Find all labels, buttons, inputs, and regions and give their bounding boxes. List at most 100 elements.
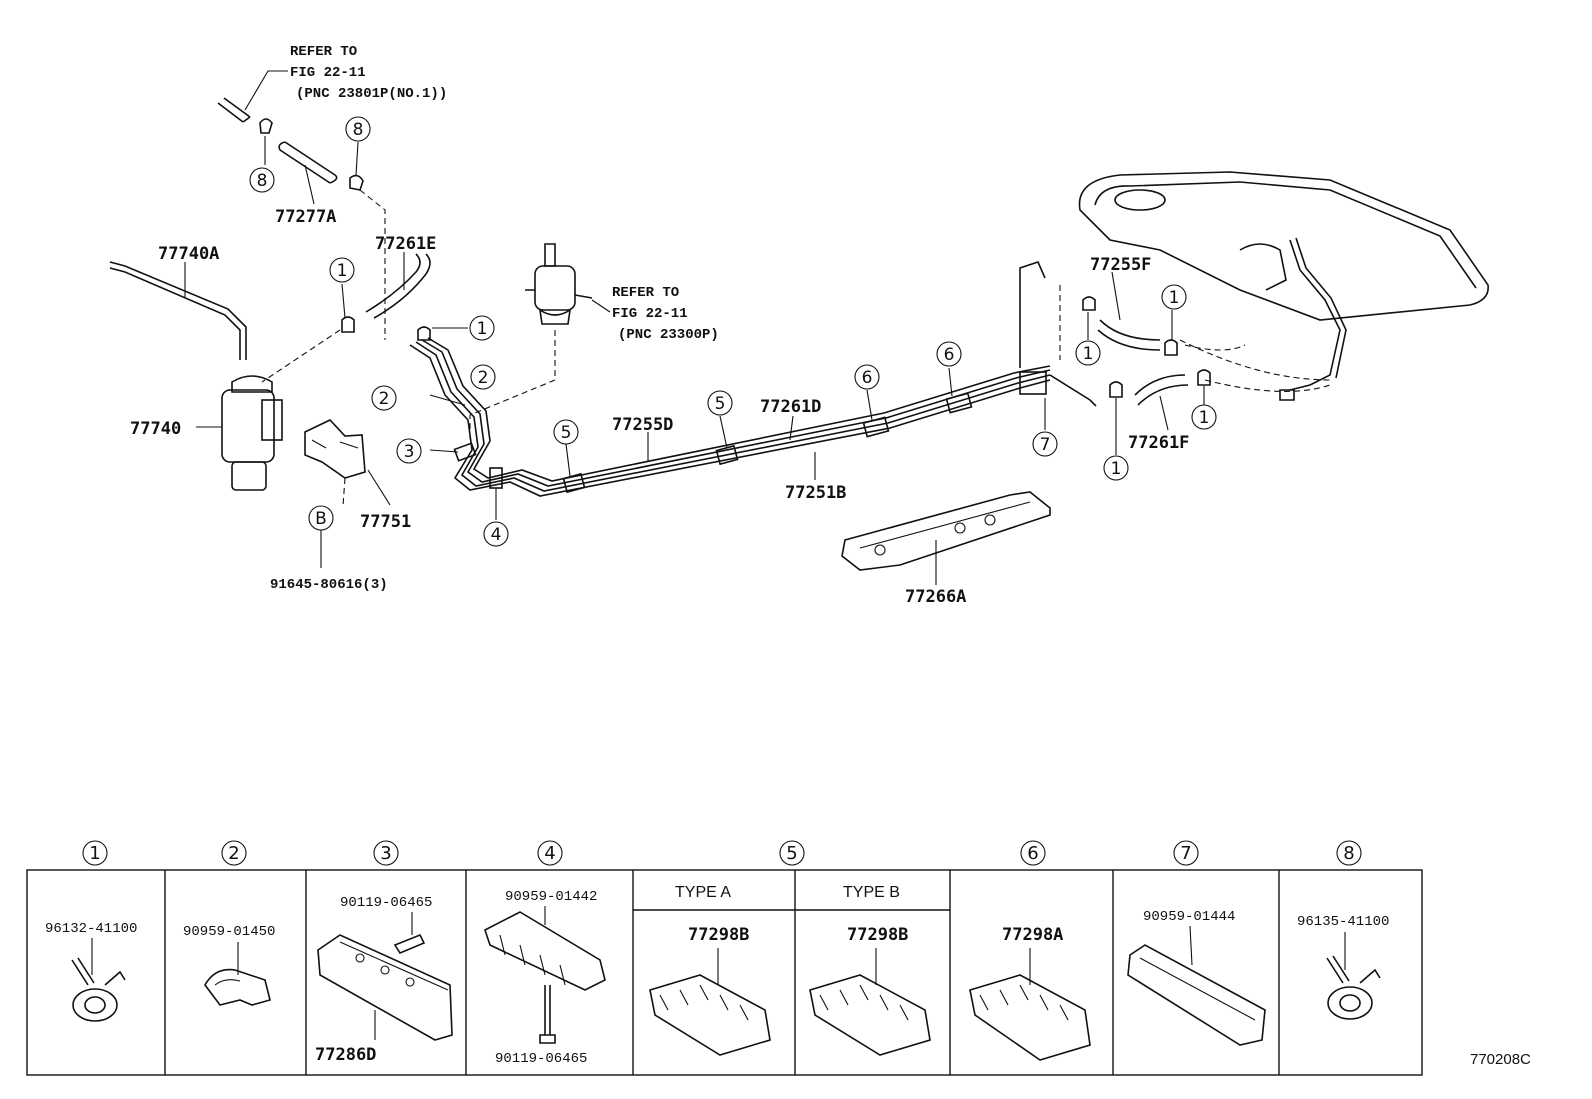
- diagram-reference-code: 770208C: [1470, 1051, 1531, 1068]
- table-col-1-header: 1: [82, 840, 108, 866]
- clamp-77286D-drawing: [317, 912, 453, 1041]
- svg-text:7: 7: [1180, 843, 1191, 864]
- label-77255D: 77255D: [612, 415, 673, 435]
- col5-type-b: TYPE B: [843, 884, 900, 901]
- callout-2-a: 2: [470, 364, 496, 390]
- table-col-4-header: 4: [537, 840, 563, 866]
- table-col-6-header: 6: [1020, 840, 1046, 866]
- clip-90959-01450-drawing: [204, 942, 271, 1006]
- svg-text:1: 1: [89, 843, 100, 864]
- clamp-77298B-typeB-drawing: [809, 948, 931, 1056]
- callout-1-a: 1: [329, 257, 355, 283]
- svg-text:8: 8: [1343, 843, 1354, 864]
- svg-text:5: 5: [715, 394, 726, 414]
- col4-part-bolt: 90119-06465: [495, 1051, 587, 1067]
- callout-5-b: 5: [707, 390, 733, 416]
- col5-part-b: 77298B: [847, 925, 908, 945]
- bracket-77751-drawing: [304, 419, 391, 568]
- callout-4: 4: [483, 521, 509, 547]
- svg-text:8: 8: [257, 171, 268, 191]
- hose-77261E-drawing: [365, 253, 431, 319]
- svg-text:2: 2: [379, 389, 390, 409]
- table-col-5-header: 5: [779, 840, 805, 866]
- svg-text:1: 1: [1111, 459, 1122, 479]
- svg-text:6: 6: [862, 368, 873, 388]
- callout-6-a: 6: [854, 364, 880, 390]
- label-77255F: 77255F: [1090, 255, 1151, 275]
- table-col-7-header: 7: [1173, 840, 1199, 866]
- col8-part: 96135-41100: [1297, 914, 1389, 930]
- fuel-tank-drawing: [1078, 171, 1489, 401]
- callout-1-c: 1: [1161, 284, 1187, 310]
- callout-3: 3: [396, 438, 422, 464]
- refer-mid-line2: FIG 22-11: [612, 306, 688, 322]
- col3-part-bolt: 90119-06465: [340, 895, 432, 911]
- svg-text:1: 1: [1169, 288, 1180, 308]
- svg-text:4: 4: [491, 525, 502, 545]
- label-77751: 77751: [360, 512, 411, 532]
- svg-text:1: 1: [477, 319, 488, 339]
- label-77251B: 77251B: [785, 483, 846, 503]
- refer-note-top: REFER TO FIG 22-11 (PNC 23801P(NO.1)): [244, 44, 447, 111]
- col4-part-clip: 90959-01442: [505, 889, 597, 905]
- label-77740: 77740: [130, 419, 181, 439]
- parts-table: 1 2 3 4 5 6 7 8 96132-41100 90959-01450: [26, 840, 1423, 1076]
- label-77261E: 77261E: [375, 234, 436, 254]
- label-77740A: 77740A: [158, 244, 219, 264]
- clip-8-left-drawing: [259, 118, 273, 134]
- callout-8-left: 8: [249, 167, 275, 193]
- clamp-77298B-typeA-drawing: [649, 948, 771, 1056]
- clip-1a-drawing: [341, 316, 355, 333]
- callout-2-b: 2: [371, 385, 397, 411]
- svg-text:2: 2: [228, 843, 239, 864]
- callout-B: B: [308, 505, 334, 531]
- clamp-77298A-drawing: [969, 948, 1091, 1061]
- valve-23300P-drawing: [469, 243, 611, 440]
- col3-part-clamp: 77286D: [315, 1045, 376, 1065]
- callout-7: 7: [1032, 431, 1058, 457]
- shield-77266A-drawing: [841, 491, 1051, 585]
- svg-text:4: 4: [544, 843, 555, 864]
- rod-77740A-drawing: [109, 261, 247, 360]
- col2-part: 90959-01450: [183, 924, 275, 940]
- clip-90959-01442-drawing: [484, 906, 606, 1044]
- clip-96135-drawing: [1326, 932, 1381, 1020]
- clip-90959-01444-drawing: [1127, 925, 1266, 1046]
- svg-text:1: 1: [1083, 344, 1094, 364]
- svg-text:1: 1: [337, 261, 348, 281]
- label-77277A: 77277A: [275, 207, 336, 227]
- svg-text:8: 8: [353, 120, 364, 140]
- refer-top-line3: (PNC 23801P(NO.1)): [296, 86, 447, 102]
- svg-text:B: B: [315, 509, 327, 529]
- callout-1-b: 1: [469, 315, 495, 341]
- col7-part: 90959-01444: [1143, 909, 1235, 925]
- table-col-8-header: 8: [1336, 840, 1362, 866]
- callout-6-b: 6: [936, 341, 962, 367]
- svg-text:6: 6: [944, 345, 955, 365]
- callout-1-e: 1: [1191, 404, 1217, 430]
- callout-1-f: 1: [1103, 455, 1129, 481]
- refer-top-line1: REFER TO: [290, 44, 357, 60]
- svg-text:3: 3: [380, 843, 391, 864]
- pump-77740-drawing: [196, 329, 341, 491]
- svg-text:3: 3: [404, 442, 415, 462]
- label-77266A: 77266A: [905, 587, 966, 607]
- svg-text:5: 5: [561, 423, 572, 443]
- svg-text:7: 7: [1040, 435, 1051, 455]
- label-77261D: 77261D: [760, 397, 821, 417]
- fuel-line-bundle-drawing: [409, 261, 1097, 520]
- col1-part: 96132-41100: [45, 921, 137, 937]
- col5-part-a: 77298B: [688, 925, 749, 945]
- col5-type-a: TYPE A: [675, 884, 731, 901]
- callout-8-right: 8: [345, 116, 371, 142]
- table-col-3-header: 3: [373, 840, 399, 866]
- table-col-2-header: 2: [221, 840, 247, 866]
- label-91645-80616: 91645-80616(3): [270, 577, 388, 593]
- hoses-right-drawing: [1059, 271, 1246, 455]
- callout-5-a: 5: [553, 419, 579, 445]
- callouts: 8 8 1 1 2 2 3 4 5 5 6 6 7 1 1 1 1 B: [249, 116, 1217, 547]
- clip-8-right-drawing: [349, 174, 364, 191]
- clip-96132-drawing: [71, 938, 126, 1022]
- refer-mid-line1: REFER TO: [612, 285, 679, 301]
